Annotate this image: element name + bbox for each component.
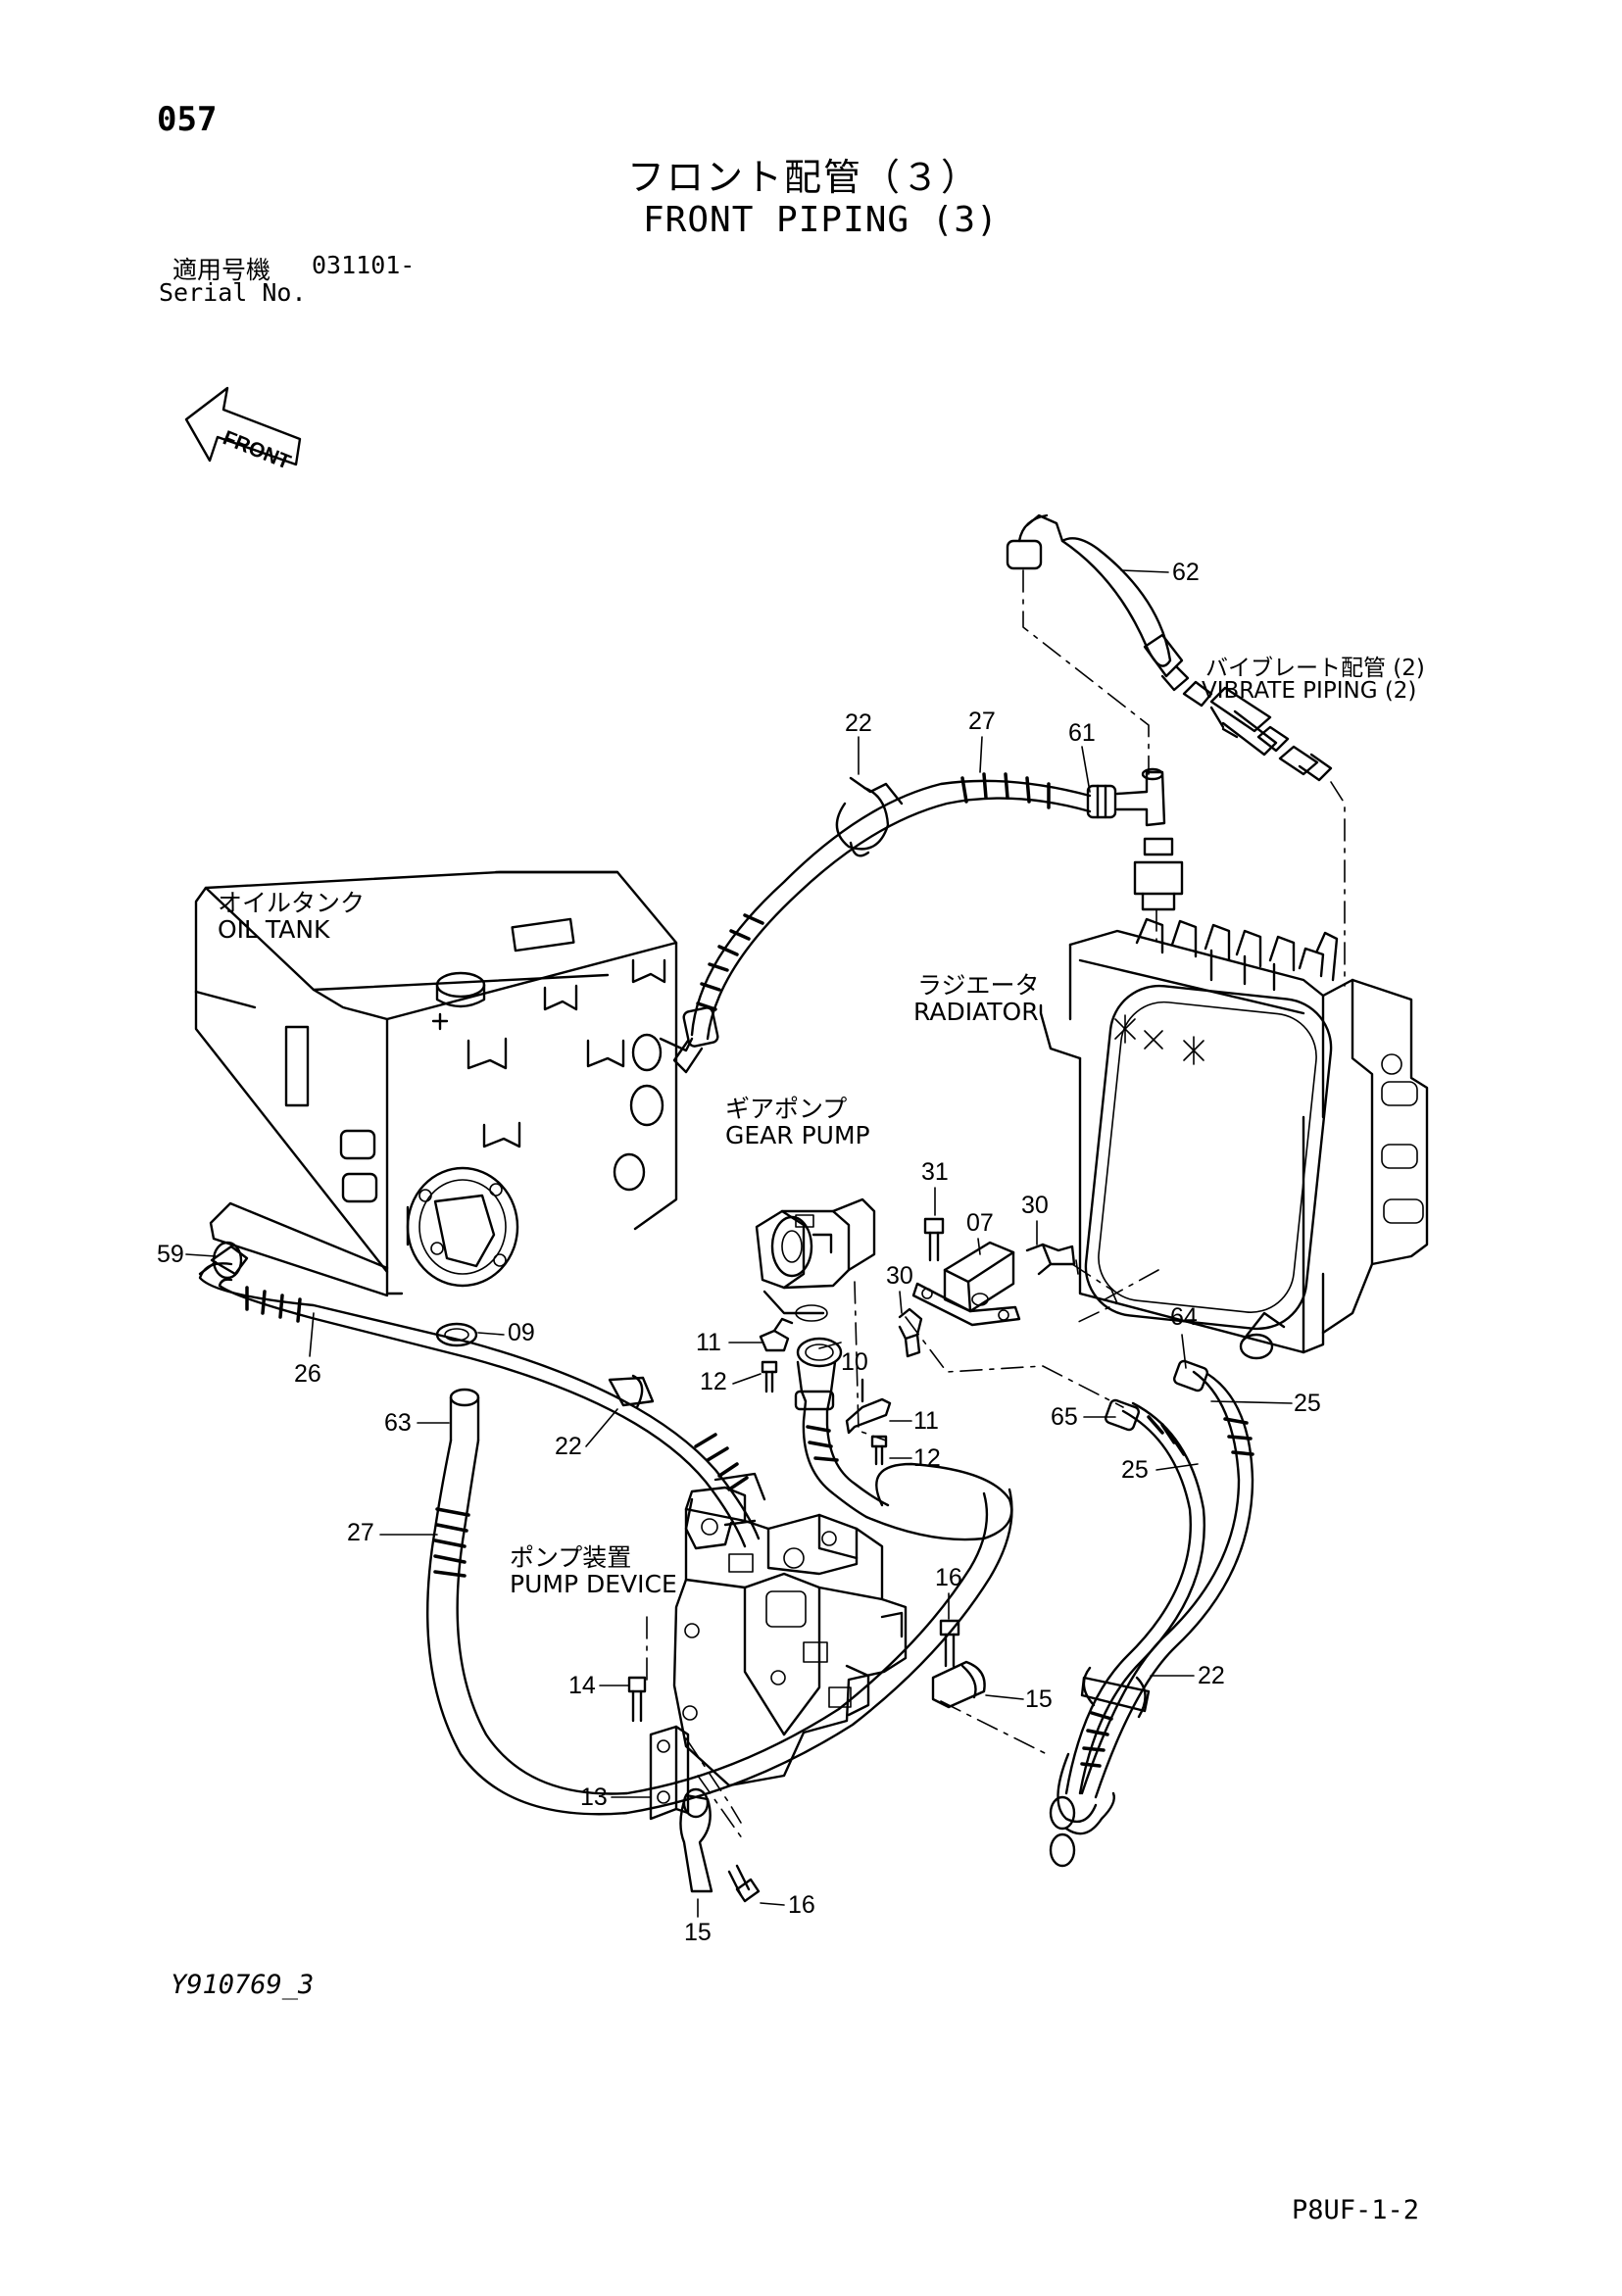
clamp-15-right xyxy=(931,1660,986,1709)
part-callout: 15 xyxy=(1025,1685,1053,1713)
vibrate-piping-label: VIBRATE PIPING (2) xyxy=(1202,678,1417,704)
part-callout: 65 xyxy=(1051,1403,1078,1431)
clamp-22-upper xyxy=(835,776,904,857)
part-leaders xyxy=(185,569,1293,1918)
serial-label: Serial No. xyxy=(159,278,307,307)
part-callout: 07 xyxy=(966,1209,994,1237)
o-ring-10 xyxy=(796,1337,843,1368)
front-arrow-icon: FRONT xyxy=(184,386,302,474)
vibrate-piping-fittings xyxy=(1182,680,1333,782)
elbow-30-left xyxy=(898,1307,923,1358)
bracket-11-upper xyxy=(759,1317,794,1352)
sheet-id: P8UF-1-2 xyxy=(1292,2195,1420,2225)
pump-device-label-japanese: ポンプ装置 xyxy=(510,1543,632,1572)
part-callout: 64 xyxy=(1170,1303,1198,1331)
oil-tank-label-japanese: オイルタンク xyxy=(218,889,366,917)
gear-pump-label: GEAR PUMP xyxy=(725,1121,870,1149)
fitting-64 xyxy=(1173,1359,1208,1392)
part-callout: 27 xyxy=(968,708,996,735)
assembly-leader-lines xyxy=(646,569,1346,1843)
part-callout: 22 xyxy=(1198,1662,1225,1689)
bolt-12-upper xyxy=(761,1360,778,1393)
part-callout: 59 xyxy=(157,1241,184,1268)
fitting-59 xyxy=(198,1241,249,1280)
part-callout: 62 xyxy=(1172,559,1200,586)
part-callout: 12 xyxy=(913,1444,941,1472)
elbow-30-right xyxy=(1025,1243,1076,1276)
gear-pump-suction-hose xyxy=(794,1360,1013,1541)
page-title-japanese: フロント配管（３） xyxy=(627,156,981,199)
part-callout: 27 xyxy=(347,1519,374,1546)
drawing-id: Y910769_3 xyxy=(171,1970,315,2000)
bracket-11-lower xyxy=(845,1378,892,1435)
pump-device-drawing xyxy=(672,1472,908,1787)
part-callout: 11 xyxy=(913,1407,939,1435)
upper-hose-27 xyxy=(672,772,1092,1074)
clamp-15-lower xyxy=(679,1787,713,1893)
bolt-16-lower xyxy=(727,1864,761,1903)
valve-07 xyxy=(911,1241,1021,1327)
part-callout: 16 xyxy=(788,1891,815,1919)
radiator-drawing xyxy=(1039,917,1429,1360)
hose-62 xyxy=(1006,513,1190,692)
bolt-12-lower xyxy=(870,1435,888,1466)
part-callout: 61 xyxy=(1068,719,1096,747)
part-callout: 15 xyxy=(684,1919,712,1946)
radiator-label: RADIATOR xyxy=(913,998,1039,1026)
part-callout: 13 xyxy=(580,1783,608,1811)
part-callout: 63 xyxy=(384,1409,412,1437)
serial-number-value: 031101- xyxy=(312,251,416,279)
part-callout: 22 xyxy=(555,1433,582,1460)
bolt-16-upper xyxy=(939,1619,960,1668)
oil-tank-drawing xyxy=(194,870,694,1297)
part-callout: 30 xyxy=(886,1262,913,1290)
serial-label-japanese: 適用号機 xyxy=(172,256,271,284)
gear-pump-label-japanese: ギアポンプ xyxy=(725,1095,848,1123)
part-callout: 30 xyxy=(1021,1192,1049,1219)
clamp-22-left xyxy=(608,1374,655,1409)
part-callout: 25 xyxy=(1294,1390,1321,1417)
part-callout: 26 xyxy=(294,1360,321,1388)
bolt-31 xyxy=(923,1217,945,1262)
bolt-14 xyxy=(627,1676,647,1723)
part-callout: 14 xyxy=(568,1672,596,1699)
hose-27-left-loop xyxy=(426,1388,1013,1816)
part-callout: 10 xyxy=(841,1348,868,1376)
page-title: FRONT PIPING (3) xyxy=(643,200,999,240)
part-callout: 11 xyxy=(696,1329,721,1356)
part-callout: 31 xyxy=(921,1158,949,1186)
fitting-61 xyxy=(1086,784,1117,819)
pump-device-label: PUMP DEVICE xyxy=(510,1570,677,1598)
part-callout: 22 xyxy=(845,709,872,737)
part-callout: 09 xyxy=(508,1319,535,1346)
part-callout: 25 xyxy=(1121,1456,1149,1484)
oil-tank-label: OIL TANK xyxy=(218,915,330,944)
clamp-09 xyxy=(435,1322,478,1347)
hoses-25 xyxy=(1049,1370,1254,1868)
gear-pump-drawing xyxy=(755,1197,876,1322)
clamp-22-right xyxy=(1080,1666,1151,1719)
page-number: 057 xyxy=(157,100,218,139)
tee-fitting xyxy=(1115,767,1184,911)
radiator-label-japanese: ラジエータ xyxy=(917,971,1040,1000)
fitting-65 xyxy=(1105,1398,1140,1432)
vibrate-piping-label-japanese: バイブレート配管 (2) xyxy=(1205,656,1425,681)
part-callout: 12 xyxy=(700,1368,727,1395)
part-callout: 16 xyxy=(935,1564,962,1591)
